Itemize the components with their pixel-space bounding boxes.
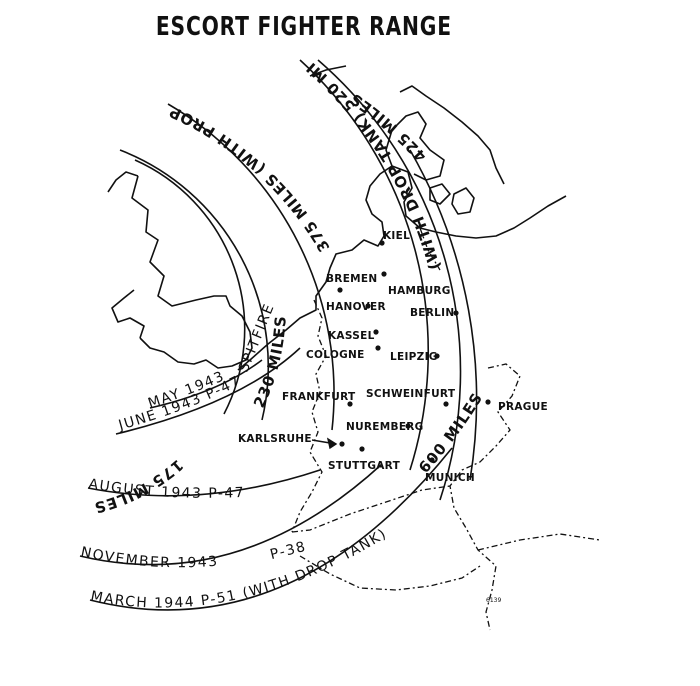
city-label-kassel: KASSEL (328, 330, 375, 342)
map-title: ESCORT FIGHTER RANGE (155, 12, 452, 42)
city-dot-karlsruhe (339, 441, 345, 447)
city-hamburg: HAMBURG (381, 271, 450, 297)
city-prague: PRAGUE (485, 399, 548, 413)
city-label-hamburg: HAMBURG (388, 285, 451, 297)
city-schweinfurt: SCHWEINFURT (366, 388, 456, 407)
city-label-prague: PRAGUE (498, 401, 548, 413)
sweep-arc-nov-1943 (79, 463, 383, 566)
city-label-karlsruhe: KARLSRUHE (238, 433, 312, 445)
danish-island-b (451, 187, 475, 215)
label-june-1943: JUNE 1943 P-47 (116, 373, 244, 434)
city-berlin: BERLIN (410, 307, 459, 319)
border-north (419, 227, 441, 271)
city-dot-schweinfurt (443, 401, 449, 407)
city-munich: MUNICH (425, 457, 475, 484)
city-dot-leipzig (434, 353, 440, 359)
city-bremen: BREMEN (326, 273, 377, 293)
city-dot-nuremberg (405, 423, 411, 429)
city-label-munich: MUNICH (425, 472, 475, 484)
city-dot-kiel (379, 240, 385, 246)
city-kassel: KASSEL (328, 329, 379, 342)
border-south-2 (299, 555, 481, 591)
sweep-arc-may-1943 (149, 359, 263, 409)
border-west (291, 299, 327, 533)
city-cologne: COLOGNE (306, 345, 381, 361)
city-nuremberg: NUREMBERG (346, 421, 424, 433)
city-label-bremen: BREMEN (326, 273, 377, 285)
city-dot-bremen (337, 287, 343, 293)
city-label-frankfurt: FRANKFURT (282, 391, 356, 403)
city-label-leipzig: LEIPZIG (390, 351, 438, 363)
national-borders (291, 227, 601, 631)
label-p38: P-38 (268, 539, 308, 563)
range-arc-520 (317, 59, 462, 501)
city-dot-berlin (453, 310, 459, 316)
range-arc-425 (299, 59, 429, 471)
city-kiel: KIEL (379, 230, 410, 246)
city-label-berlin: BERLIN (410, 307, 454, 319)
sweden-coast (399, 85, 505, 185)
city-hanover: HANOVER (326, 301, 386, 313)
city-dot-prague (485, 399, 491, 405)
date-labels: MAY 1943 SPITFIRE JUNE 1943 P-47 AUGUST … (79, 301, 388, 612)
border-south (291, 485, 451, 533)
city-dot-kassel (373, 329, 379, 335)
city-dot-hanover (365, 303, 371, 309)
city-karlsruhe: KARLSRUHE (238, 433, 345, 447)
city-label-schweinfurt: SCHWEINFURT (366, 388, 456, 400)
range-arc-375 (167, 103, 335, 431)
city-dot-frankfurt (347, 401, 353, 407)
sweep-arc-aug-1943 (87, 469, 321, 497)
plate-number: 6139 (486, 597, 501, 604)
city-label-nuremberg: NUREMBERG (346, 421, 424, 433)
sweep-arc-mar-1944 (89, 447, 453, 611)
city-dot-cologne (375, 345, 381, 351)
england-coast (131, 175, 253, 369)
escort-sweep-arcs (79, 347, 453, 611)
city-dot-hamburg (381, 271, 387, 277)
city-frankfurt: FRANKFURT (282, 391, 356, 407)
city-dot-stuttgart (359, 446, 365, 452)
city-label-stuttgart: STUTTGART (328, 460, 401, 472)
border-east (449, 363, 521, 631)
city-dot-munich (429, 457, 435, 463)
city-label-kiel: KIEL (383, 230, 410, 242)
range-arc-175 (134, 159, 246, 415)
city-label-cologne: COLOGNE (306, 349, 365, 361)
scotland-coast (107, 171, 139, 193)
sweep-arc-june-1943 (115, 347, 301, 435)
city-leipzig: LEIPZIG (390, 351, 440, 363)
karlsruhe-arrow (311, 437, 338, 450)
city-stuttgart: STUTTGART (328, 446, 401, 472)
city-label-hanover: HANOVER (326, 301, 386, 313)
wales-coast (111, 289, 145, 339)
label-nov-1943: NOVEMBER 1943 (79, 544, 219, 571)
danish-island-a (429, 183, 451, 205)
range-arc-600 (409, 149, 478, 481)
denmark-coast (385, 111, 445, 181)
border-southeast (477, 533, 601, 551)
